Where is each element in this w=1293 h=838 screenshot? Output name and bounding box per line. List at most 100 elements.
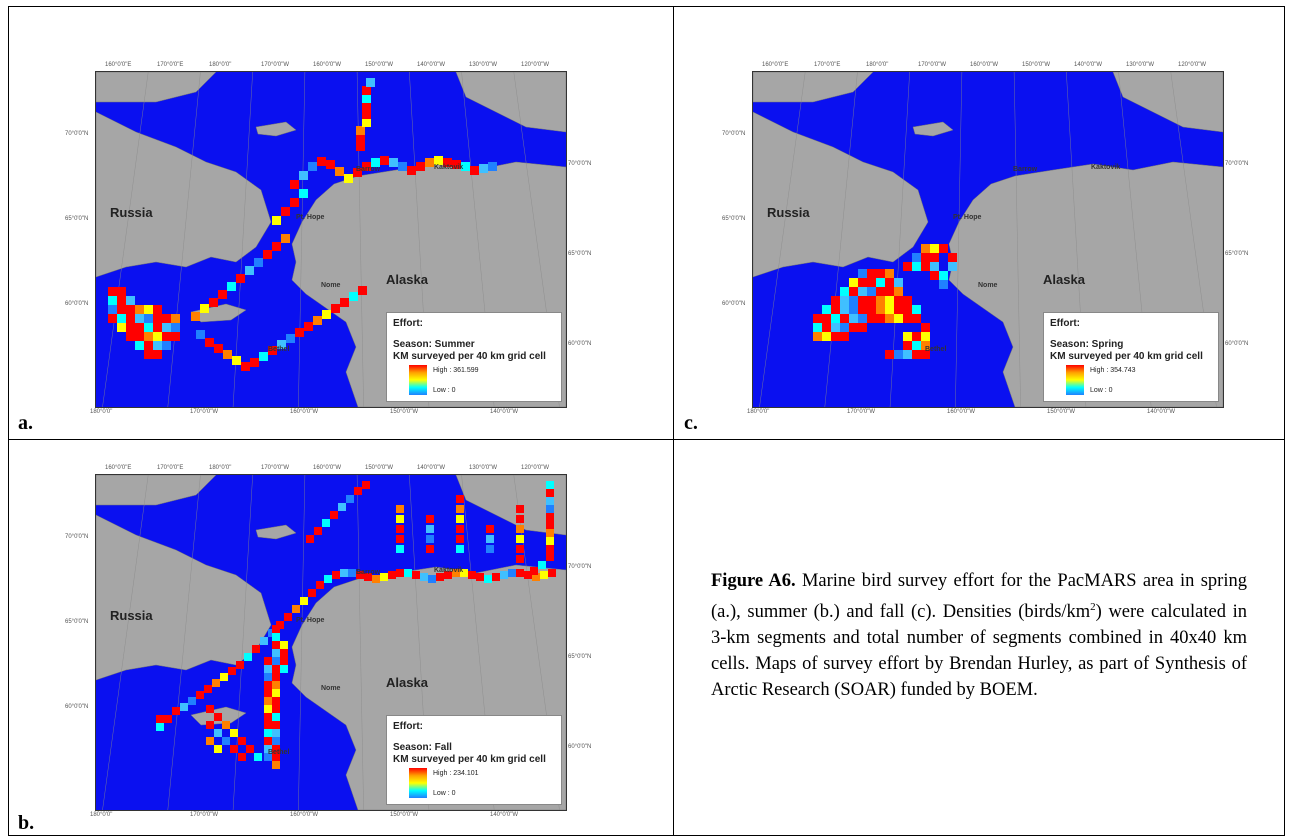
survey-grid-cell bbox=[353, 168, 362, 177]
left-tick-label: 70°0'0"N bbox=[722, 131, 746, 137]
survey-grid-cell bbox=[452, 160, 461, 169]
survey-grid-cell bbox=[290, 198, 299, 207]
survey-grid-cell bbox=[412, 571, 420, 579]
bottom-tick-label: 140°0'0"W bbox=[1147, 409, 1176, 415]
survey-grid-cell bbox=[484, 575, 492, 583]
left-tick-label: 65°0'0"N bbox=[65, 619, 89, 625]
survey-grid-cell bbox=[416, 162, 425, 171]
survey-grid-cell bbox=[822, 314, 831, 323]
survey-grid-cell bbox=[460, 569, 468, 577]
place-label-nome: Nome bbox=[321, 282, 341, 289]
survey-grid-cell bbox=[858, 269, 867, 278]
caption-label: Figure A6. bbox=[711, 571, 796, 591]
survey-grid-cell bbox=[546, 513, 554, 521]
top-tick-label: 120°0'0"W bbox=[521, 465, 550, 471]
survey-grid-cell bbox=[153, 332, 162, 341]
legend-title: Effort: bbox=[393, 318, 423, 329]
survey-grid-cell bbox=[272, 649, 280, 657]
survey-grid-cell bbox=[264, 657, 272, 665]
survey-grid-cell bbox=[272, 625, 280, 633]
place-label-nome: Nome bbox=[321, 685, 341, 692]
survey-grid-cell bbox=[324, 575, 332, 583]
survey-grid-cell bbox=[388, 571, 396, 579]
survey-grid-cell bbox=[264, 689, 272, 697]
right-tick-label: 65°0'0"N bbox=[568, 654, 592, 660]
survey-grid-cell bbox=[840, 296, 849, 305]
survey-grid-cell bbox=[272, 689, 280, 697]
survey-grid-cell bbox=[126, 314, 135, 323]
survey-grid-cell bbox=[822, 305, 831, 314]
survey-grid-cell bbox=[326, 160, 335, 169]
place-label-nome: Nome bbox=[978, 282, 998, 289]
survey-grid-cell bbox=[153, 314, 162, 323]
survey-grid-cell bbox=[930, 262, 939, 271]
survey-grid-cell bbox=[268, 346, 277, 355]
survey-grid-cell bbox=[858, 287, 867, 296]
survey-grid-cell bbox=[362, 162, 371, 171]
survey-grid-cell bbox=[948, 253, 957, 262]
top-tick-label: 140°0'0"W bbox=[417, 62, 446, 68]
survey-grid-cell bbox=[317, 157, 326, 166]
graticule-meridian bbox=[1013, 72, 1021, 407]
bottom-tick-label: 160°0'0"W bbox=[947, 409, 976, 415]
survey-grid-cell bbox=[426, 535, 434, 543]
place-label-bethel: Bethel bbox=[268, 346, 290, 353]
survey-grid-cell bbox=[894, 350, 903, 359]
survey-grid-cell bbox=[930, 244, 939, 253]
bottom-tick-label: 160°0'0"W bbox=[290, 812, 319, 818]
survey-grid-cell bbox=[144, 305, 153, 314]
survey-grid-cell bbox=[228, 667, 236, 675]
caption-superscript: 2 bbox=[1090, 601, 1096, 613]
canada-arctic-landmass bbox=[1112, 72, 1223, 133]
bottom-tick-label: 180°0'0" bbox=[747, 409, 770, 415]
survey-grid-cell bbox=[831, 323, 840, 332]
survey-grid-cell bbox=[396, 515, 404, 523]
top-tick-label: 180°0'0" bbox=[866, 62, 889, 68]
survey-grid-cell bbox=[264, 697, 272, 705]
place-label-pt-hope: Pt. Hope bbox=[296, 617, 325, 624]
survey-grid-cell bbox=[126, 332, 135, 341]
survey-grid-cell bbox=[244, 653, 252, 661]
survey-grid-cell bbox=[867, 314, 876, 323]
survey-grid-cell bbox=[546, 521, 554, 529]
survey-grid-cell bbox=[939, 271, 948, 280]
survey-grid-cell bbox=[227, 282, 236, 291]
survey-grid-cell bbox=[903, 341, 912, 350]
survey-grid-cell bbox=[546, 497, 554, 505]
survey-grid-cell bbox=[396, 535, 404, 543]
bottom-tick-label: 180°0'0" bbox=[90, 409, 113, 415]
survey-grid-cell bbox=[252, 645, 260, 653]
right-tick-label: 70°0'0"N bbox=[568, 161, 592, 167]
survey-grid-cell bbox=[366, 78, 375, 87]
survey-grid-cell bbox=[912, 341, 921, 350]
survey-grid-cell bbox=[335, 167, 344, 176]
top-tick-label: 150°0'0"W bbox=[365, 465, 394, 471]
survey-grid-cell bbox=[456, 505, 464, 513]
survey-grid-cell bbox=[380, 573, 388, 581]
place-label-russia: Russia bbox=[767, 205, 810, 220]
survey-grid-cell bbox=[486, 525, 494, 533]
survey-grid-cell bbox=[840, 332, 849, 341]
survey-grid-cell bbox=[885, 269, 894, 278]
survey-grid-cell bbox=[272, 721, 280, 729]
survey-grid-cell bbox=[840, 323, 849, 332]
legend-season: Season: Spring bbox=[1050, 339, 1124, 350]
russia-landmass-north bbox=[753, 72, 874, 103]
right-tick-label: 65°0'0"N bbox=[568, 251, 592, 257]
survey-grid-cell bbox=[362, 94, 371, 103]
survey-grid-cell bbox=[126, 296, 135, 305]
survey-grid-cell bbox=[108, 287, 117, 296]
survey-grid-cell bbox=[222, 721, 230, 729]
survey-grid-cell bbox=[135, 323, 144, 332]
survey-grid-cell bbox=[831, 296, 840, 305]
survey-grid-cell bbox=[930, 253, 939, 262]
graticule-meridian bbox=[167, 72, 201, 407]
legend-title: Effort: bbox=[1050, 318, 1080, 329]
survey-grid-cell bbox=[831, 314, 840, 323]
survey-grid-cell bbox=[362, 102, 371, 111]
survey-grid-cell bbox=[425, 158, 434, 167]
survey-grid-cell bbox=[858, 278, 867, 287]
survey-grid-cell bbox=[214, 713, 222, 721]
survey-grid-cell bbox=[260, 637, 268, 645]
